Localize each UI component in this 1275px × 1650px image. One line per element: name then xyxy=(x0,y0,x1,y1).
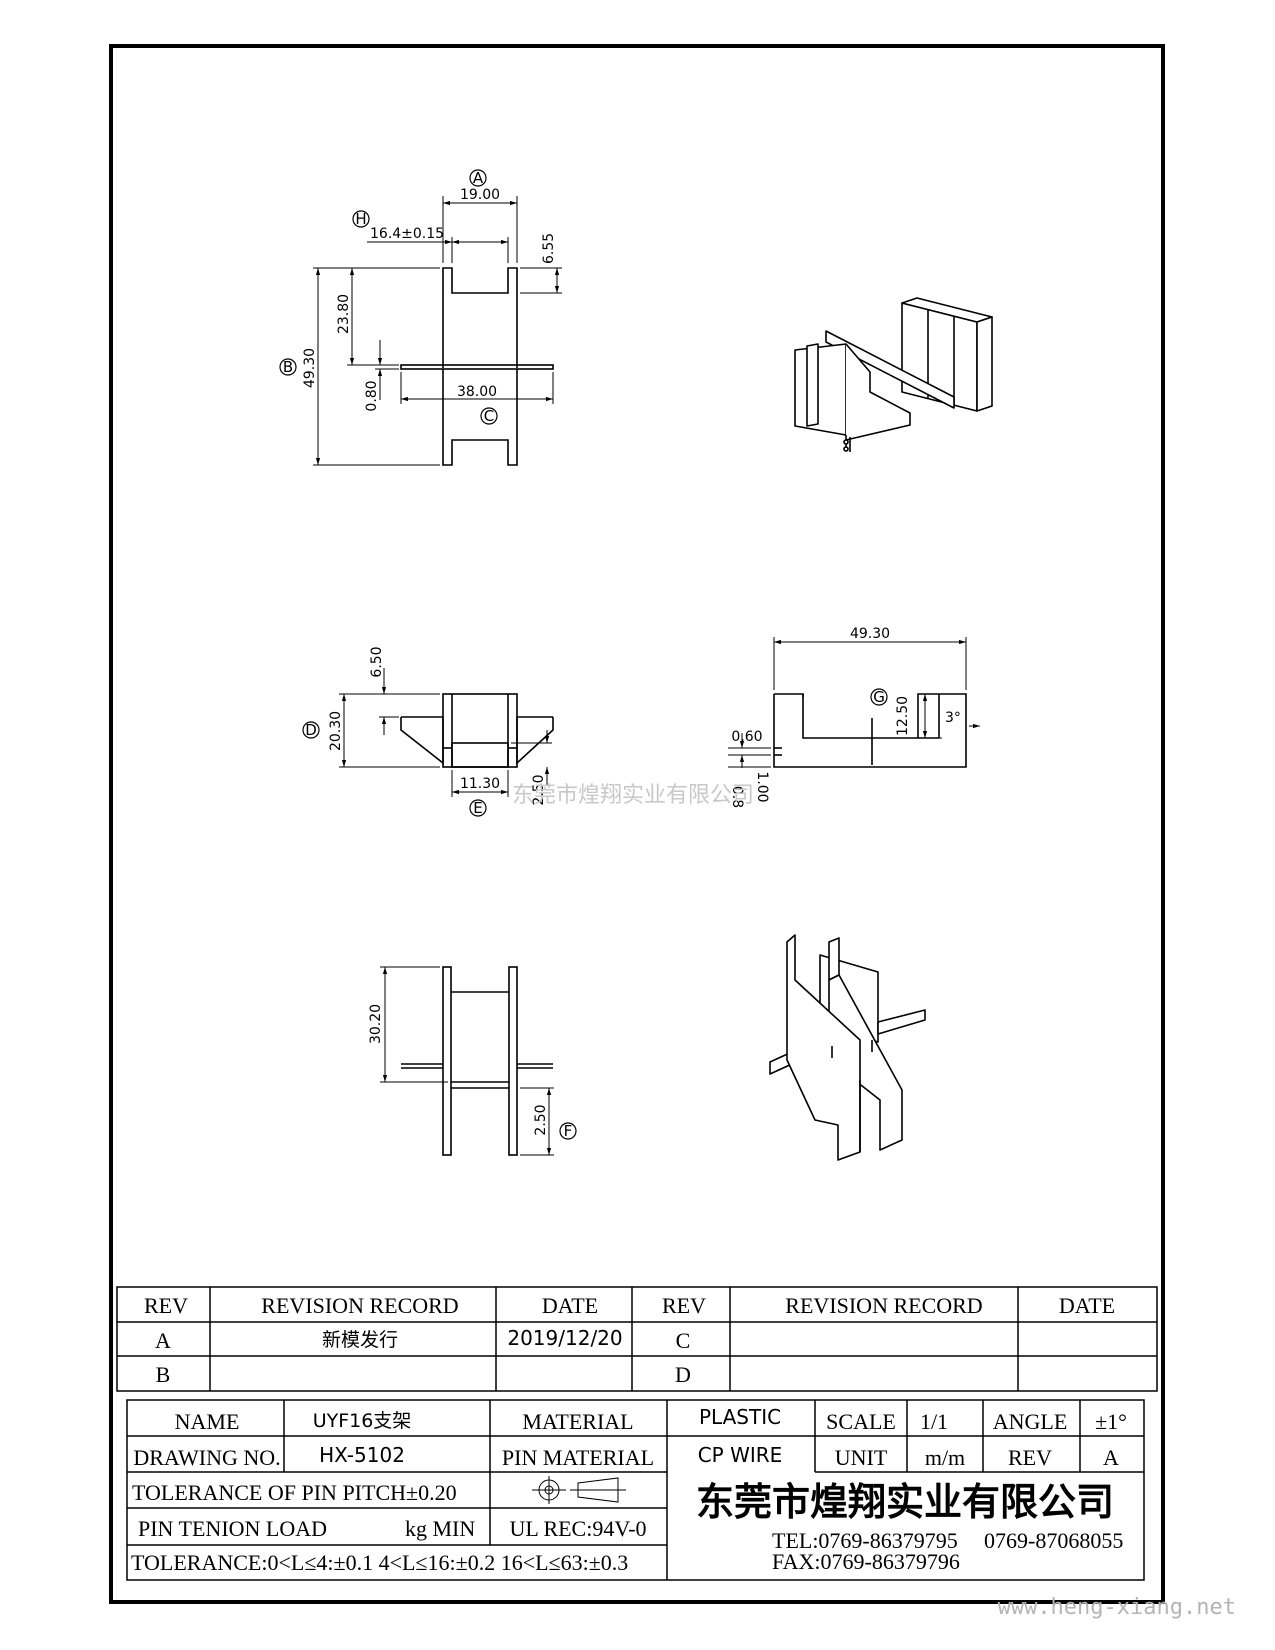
drawing-no-value: HX-5102 xyxy=(319,1443,405,1467)
dim-650: 6.50 xyxy=(369,646,385,677)
pin-pitch-tolerance: TOLERANCE OF PIN PITCH±0.20 xyxy=(132,1480,457,1505)
name-value: UYF16支架 xyxy=(313,1410,412,1432)
marker-b: B xyxy=(283,358,293,376)
dim-a: 19.00 xyxy=(460,187,500,203)
rev-label: REV xyxy=(1008,1445,1052,1470)
title-block-text: NAME UYF16支架 MATERIAL PLASTIC SCALE 1/1 … xyxy=(131,1405,1127,1575)
marker-e: E xyxy=(473,799,482,817)
rev-c: C xyxy=(676,1328,691,1353)
tel2: 0769-87068055 xyxy=(984,1528,1123,1553)
top-view xyxy=(400,267,554,466)
date-a: 2019/12/20 xyxy=(507,1326,622,1350)
dim-250-bottom: 2.50 xyxy=(533,1104,549,1135)
dim-width: 49.30 xyxy=(850,626,890,642)
angle-label: ANGLE xyxy=(993,1409,1068,1434)
top-view-labels: A 19.00 H 16.4±0.15 6.55 B 49.30 23.80 0… xyxy=(279,169,557,425)
marker-d: D xyxy=(305,721,317,739)
side-view-labels: 49.30 G 12.50 3° 0.60 1.00 0.8 xyxy=(729,626,961,808)
scale-value: 1/1 xyxy=(920,1409,948,1434)
bottom-view xyxy=(401,966,553,1156)
revision-record-header-1: REVISION RECORD xyxy=(261,1293,458,1318)
angle-value: ±1° xyxy=(1095,1409,1127,1434)
dim-08: 0.8 xyxy=(729,786,745,808)
side-view xyxy=(773,693,967,768)
sheet-frame xyxy=(109,44,1165,1604)
rev-b: B xyxy=(156,1362,171,1387)
front-view-dimensions xyxy=(339,668,552,797)
ul-rec: UL REC:94V-0 xyxy=(509,1516,646,1541)
revision-table-text: REV REVISION RECORD DATE REV REVISION RE… xyxy=(144,1293,1115,1387)
rev-value: A xyxy=(1103,1445,1119,1470)
unit-label: UNIT xyxy=(835,1445,888,1470)
pin-tension-unit: kg MIN xyxy=(405,1516,475,1541)
watermark-url: www.heng-xiang.net xyxy=(998,1595,1236,1620)
dim-250-front: 2.50 xyxy=(531,774,547,805)
tolerance: TOLERANCE:0<L≤4:±0.1 4<L≤16:±0.2 16<L≤63… xyxy=(131,1550,628,1575)
projection-symbol-icon xyxy=(532,1476,626,1504)
top-view-dimensions xyxy=(313,196,562,466)
unit-value: m/m xyxy=(925,1445,965,1470)
marker-g: G xyxy=(873,688,885,706)
isometric-view-bottom xyxy=(769,934,926,1161)
dim-060: 0.60 xyxy=(731,729,762,745)
rev-header-2: REV xyxy=(662,1293,706,1318)
dim-c: 38.00 xyxy=(457,384,497,400)
bottom-view-dimensions xyxy=(380,966,554,1156)
isometric-view-top xyxy=(794,297,993,452)
dim-080: 0.80 xyxy=(364,380,380,411)
name-label: NAME xyxy=(175,1409,240,1434)
dim-e: 11.30 xyxy=(460,776,500,792)
dim-100: 1.00 xyxy=(754,771,770,802)
company-name: 东莞市煌翔实业有限公司 xyxy=(696,1480,1114,1524)
drawing-no-label: DRAWING NO. xyxy=(133,1445,280,1470)
rev-a: A xyxy=(155,1328,171,1353)
dim-655: 6.55 xyxy=(541,233,557,264)
title-block xyxy=(126,1399,1145,1581)
scale-label: SCALE xyxy=(826,1409,896,1434)
date-header-2: DATE xyxy=(1059,1293,1115,1318)
side-view-dimensions xyxy=(728,637,980,768)
dim-b: 49.30 xyxy=(302,348,318,388)
front-view-labels: 6.50 D 20.30 11.30 E 2.50 xyxy=(302,646,547,817)
pin-tension-label: PIN TENION LOAD xyxy=(138,1516,327,1541)
date-header-1: DATE xyxy=(542,1293,598,1318)
dim-g: 12.50 xyxy=(895,696,911,736)
material-label: MATERIAL xyxy=(522,1409,633,1434)
dim-3020: 30.20 xyxy=(368,1004,384,1044)
rev-d: D xyxy=(675,1362,691,1387)
fax: FAX:0769-86379796 xyxy=(772,1549,960,1574)
front-view xyxy=(400,693,554,768)
dim-d: 20.30 xyxy=(328,711,344,751)
bottom-view-labels: 30.20 2.50 F xyxy=(368,1004,577,1140)
rev-header-1: REV xyxy=(144,1293,188,1318)
dim-h: 16.4±0.15 xyxy=(370,226,444,242)
marker-a: A xyxy=(473,169,484,187)
pin-material-value: CP WIRE xyxy=(698,1443,783,1467)
revision-table xyxy=(116,1286,1158,1392)
tel: TEL:0769-86379795 xyxy=(772,1528,958,1553)
revision-record-a: 新模发行 xyxy=(322,1329,398,1351)
dim-2380: 23.80 xyxy=(336,294,352,334)
material-value: PLASTIC xyxy=(699,1405,781,1429)
marker-c: C xyxy=(484,407,494,425)
marker-f: F xyxy=(564,1122,573,1140)
revision-record-header-2: REVISION RECORD xyxy=(785,1293,982,1318)
watermark-center: 东莞市煌翔实业有限公司 xyxy=(512,783,754,808)
angle: 3° xyxy=(945,710,961,726)
pin-material-label: PIN MATERIAL xyxy=(502,1445,654,1470)
marker-h: H xyxy=(355,210,366,228)
